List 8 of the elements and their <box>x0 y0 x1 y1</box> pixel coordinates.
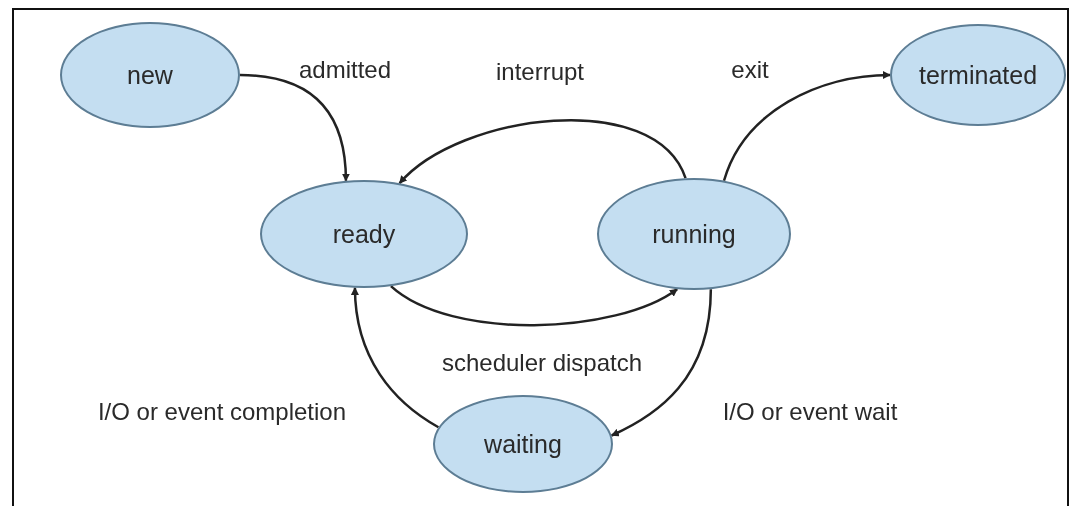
arrow <box>610 289 713 437</box>
state-label: new <box>127 60 173 90</box>
state-label: waiting <box>484 429 562 459</box>
state-label: ready <box>332 219 396 249</box>
state-label: running <box>652 219 736 249</box>
arrow <box>390 285 678 327</box>
state-label: terminated <box>918 60 1038 90</box>
arrow <box>239 73 350 182</box>
